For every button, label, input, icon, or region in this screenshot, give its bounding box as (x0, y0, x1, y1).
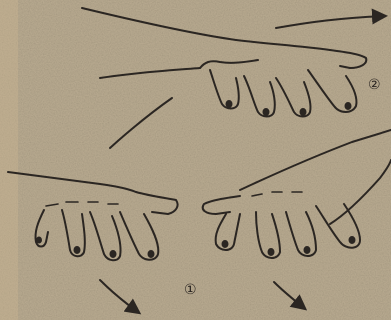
step-label-2: ② (368, 78, 381, 92)
binding-shadow (0, 0, 18, 320)
step-label-1: ① (184, 283, 197, 297)
